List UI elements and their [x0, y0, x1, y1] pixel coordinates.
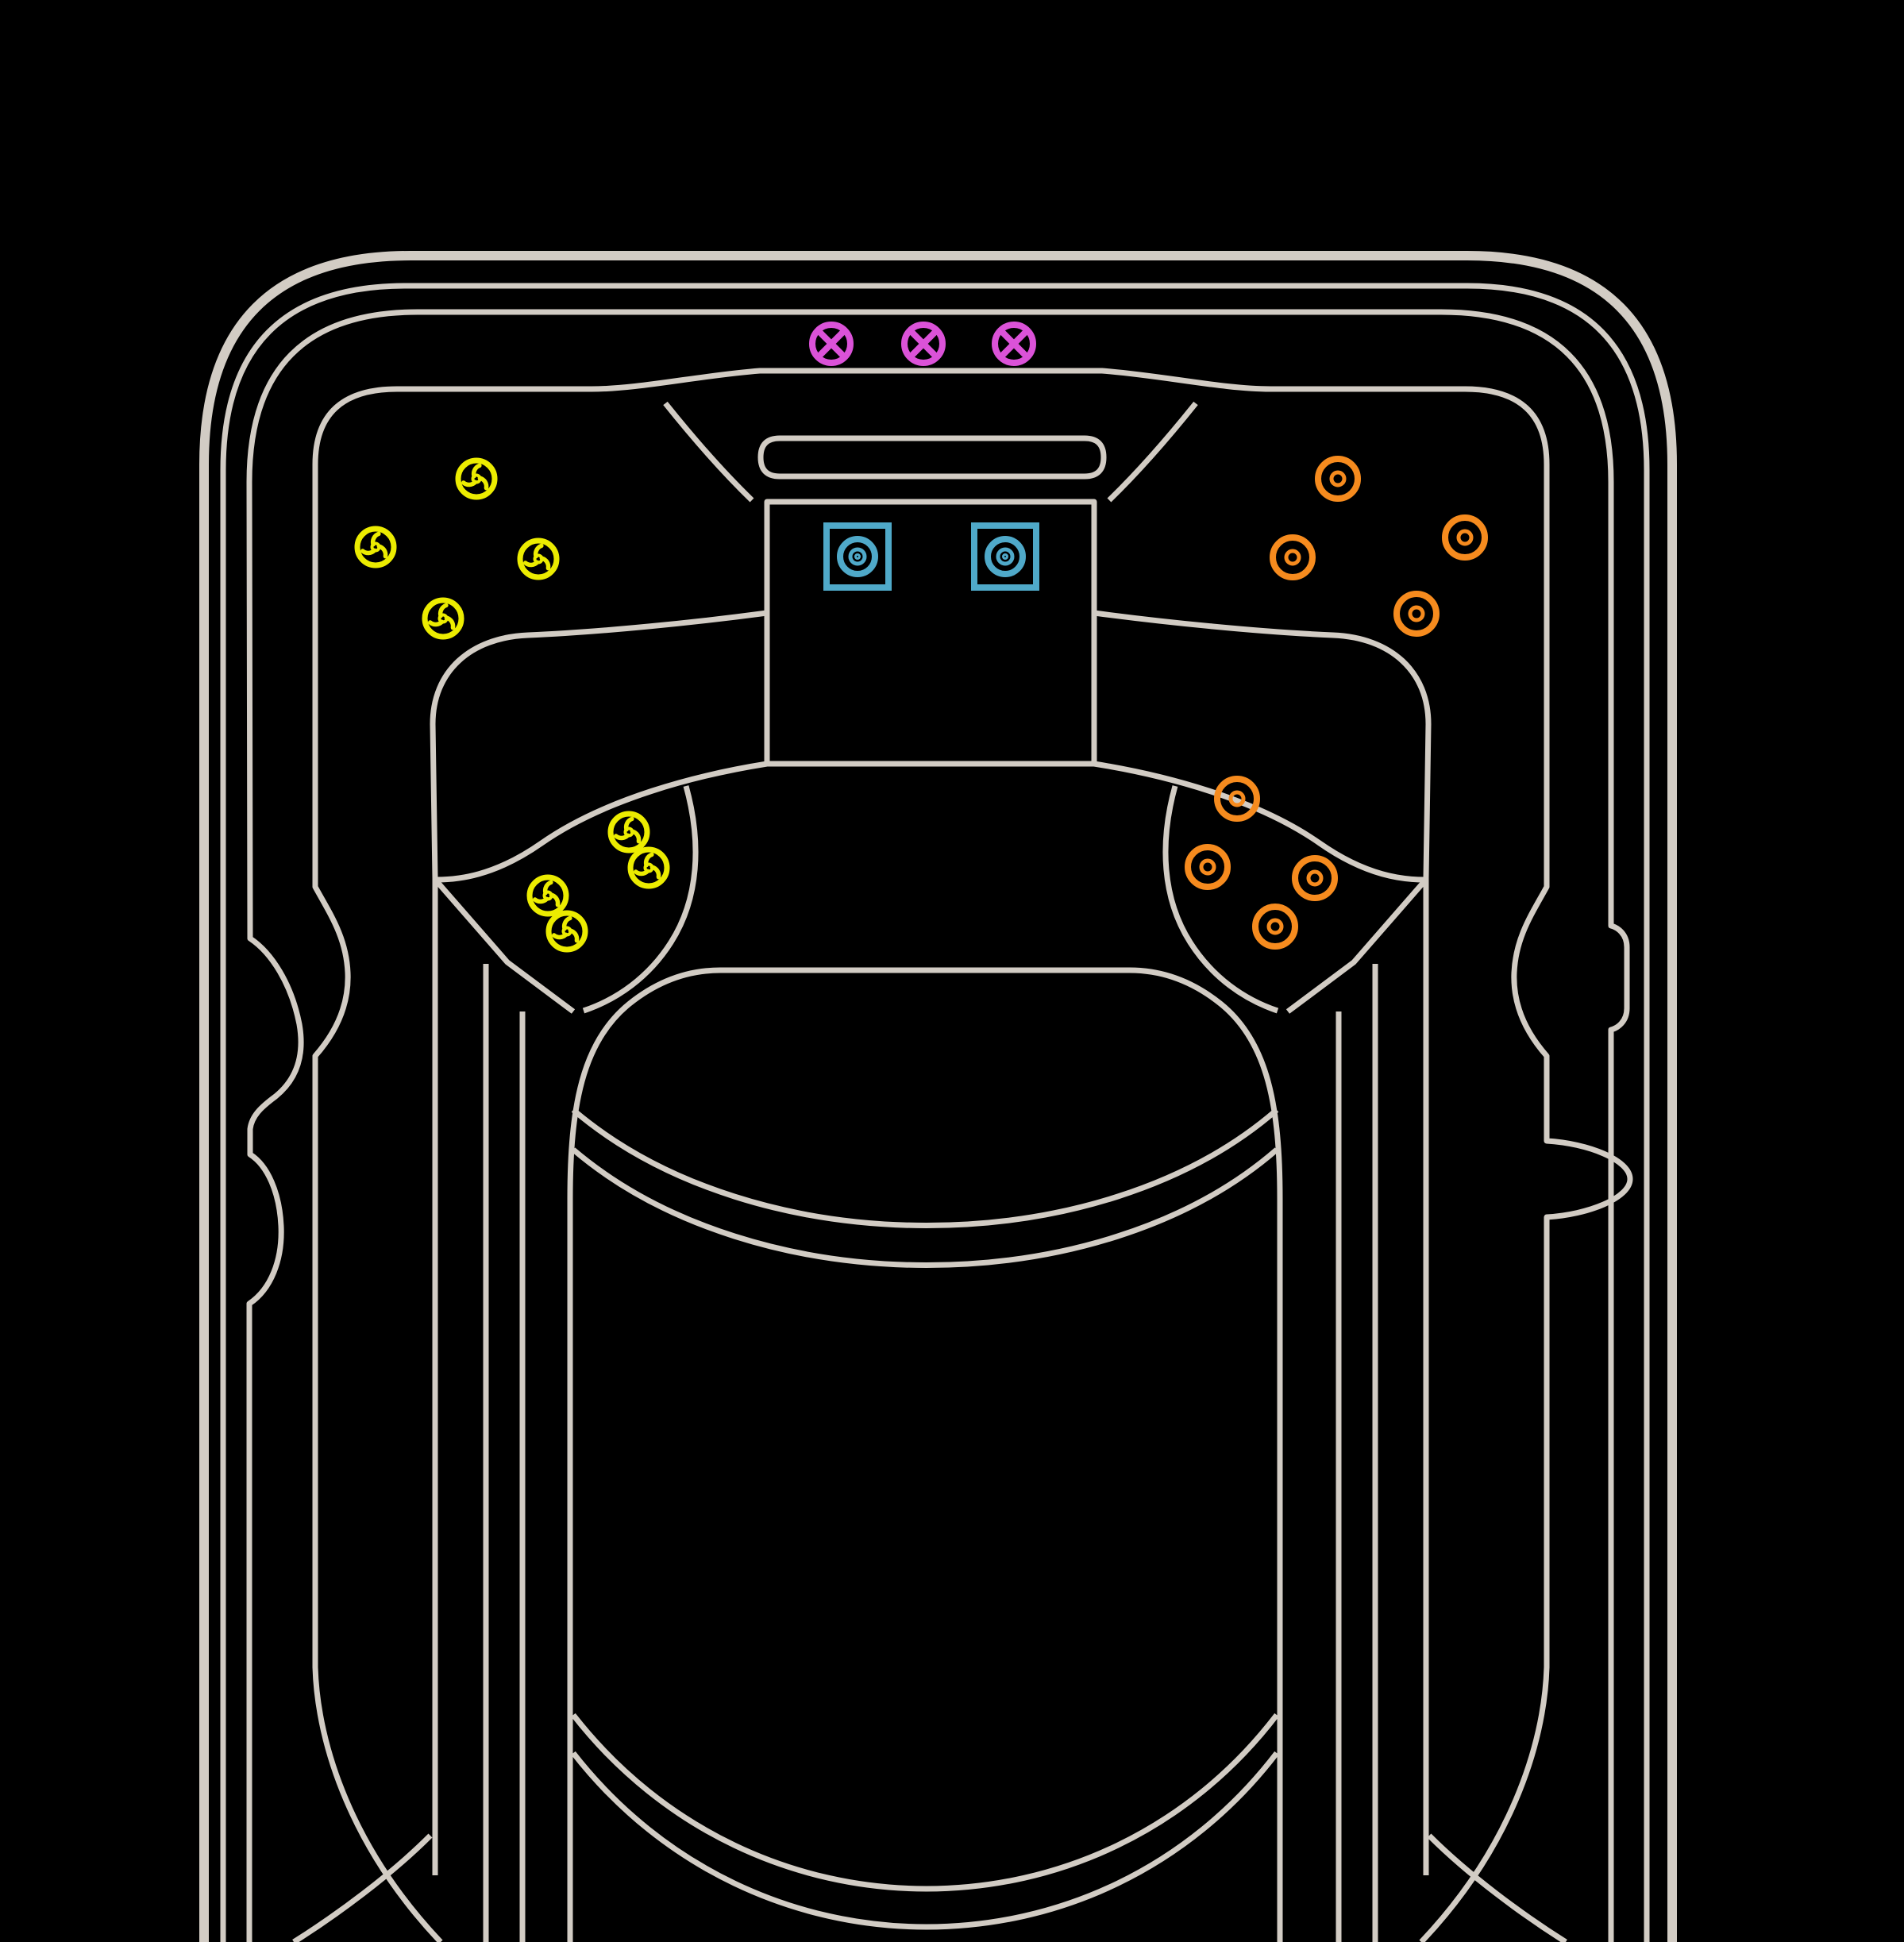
left-seat-back-divider [430, 610, 768, 1875]
directional-jets-right-corner-seat [1270, 456, 1488, 637]
bottom-left-seat-divider [292, 1833, 433, 1942]
bench-curve-upper-1 [571, 1108, 1279, 1228]
directional-jets-right-corner-seat-jet [1270, 534, 1316, 580]
right-seat-front-divider [1093, 761, 1425, 883]
spinner-jets-left-corner-seat-jet [422, 597, 464, 640]
air-control-jets-top-rail [809, 322, 1036, 366]
rim-outline [246, 309, 1630, 1942]
directional-jets-right-corner-seat-jet [1393, 591, 1440, 637]
footwell-outline [567, 967, 1283, 1942]
spinner-jets-left-seat [526, 811, 670, 953]
directional-jets-right-corner-seat-jet [1442, 514, 1488, 561]
shell-inner-edge [220, 283, 1650, 1942]
spinner-jets-left-corner-seat [354, 457, 560, 640]
right-seat-back-divider [1093, 610, 1432, 1875]
bench-curve-upper-2 [571, 1147, 1279, 1268]
shell-outer-edge [199, 251, 1677, 1942]
air-control-jets-top-rail-jet [992, 322, 1036, 366]
console-panel-box [764, 499, 1097, 767]
fountain-jets-console [823, 522, 1039, 591]
right-jet-patch-edge [1162, 785, 1279, 1014]
console-pillow-bar [757, 435, 1107, 480]
left-seat-front-divider [436, 761, 768, 883]
air-control-jets-top-rail-jet [809, 322, 854, 366]
directional-jets-right-seat-jet [1292, 855, 1338, 901]
spinner-jets-left-seat-jet [607, 811, 650, 853]
left-jet-patch-base [434, 879, 576, 1014]
console-divider-left [663, 401, 754, 503]
spinner-jets-left-corner-seat-jet [517, 538, 560, 580]
basin-wall [312, 368, 1633, 1942]
right-jet-patch-base [1285, 879, 1427, 1014]
spinner-jets-left-corner-seat-jet [354, 526, 397, 568]
directional-jets-right-seat [1185, 776, 1338, 950]
spinner-jets-left-seat-jet [526, 874, 569, 917]
directional-jets-right-seat-jet [1252, 904, 1298, 950]
bench-curve-lower-1 [571, 1713, 1279, 1892]
spinner-jets-left-corner-seat-jet [455, 457, 498, 500]
fountain-jets-console-jet [971, 522, 1039, 591]
spinner-jets-left-seat-jet [627, 846, 670, 889]
left-jet-patch-edge [582, 785, 699, 1014]
directional-jets-right-seat-jet [1185, 844, 1231, 890]
air-control-jets-top-rail-jet [901, 322, 946, 366]
directional-jets-right-corner-seat-jet [1315, 456, 1361, 502]
console-divider-right [1107, 401, 1198, 503]
jets-layer [354, 322, 1488, 953]
spinner-jets-left-seat-jet [545, 910, 588, 953]
fountain-jets-console-jet [823, 522, 892, 591]
directional-jets-right-seat-jet [1214, 776, 1260, 822]
bottom-right-seat-divider [1427, 1833, 1567, 1942]
bench-curve-lower-2 [571, 1751, 1279, 1930]
